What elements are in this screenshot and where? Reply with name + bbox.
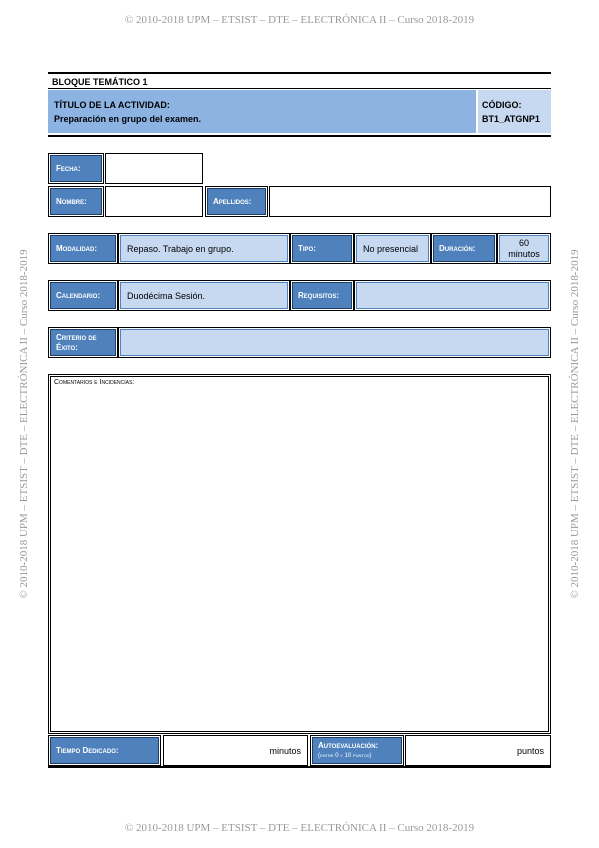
apellidos-label: Apellidos: [205, 186, 268, 217]
fecha-field[interactable] [105, 153, 203, 184]
tiempo-unit: minutos [269, 745, 301, 756]
calendario-value: Duodécima Sesión. [118, 280, 290, 311]
tipo-value: No presencial [354, 233, 431, 264]
autoevaluacion-field[interactable]: puntos [405, 735, 551, 766]
activity-title: Preparación en grupo del examen. [54, 114, 202, 124]
autoevaluacion-label: Autoevaluación: (entre 0 y 10 puntos) [310, 735, 404, 766]
duracion-number: 60 [518, 237, 529, 248]
tiempo-field[interactable]: minutos [163, 735, 308, 766]
nombre-label: Nombre: [48, 186, 104, 217]
tiempo-label: Tiempo Dedicado: [48, 735, 161, 766]
activity-code: BT1_ATGNP1 [482, 114, 540, 124]
tipo-label: Tipo: [290, 233, 354, 264]
side-watermark-right: © 2010-2018 UPM – ETSIST – DTE – ELECTRÓ… [569, 249, 581, 599]
top-rule [48, 72, 551, 74]
modalidad-value: Repaso. Trabajo en grupo. [118, 233, 290, 264]
activity-title-label: TÍTULO DE LA ACTIVIDAD: [54, 100, 170, 110]
criterio-value [118, 327, 551, 358]
fecha-label: Fecha: [48, 153, 104, 184]
apellidos-field[interactable] [269, 186, 551, 217]
requisitos-value [354, 280, 551, 311]
calendario-label: Calendario: [48, 280, 118, 311]
criterio-label: Criterio de Éxito: [48, 327, 118, 358]
duracion-label: Duración: [431, 233, 497, 264]
activity-code-label: CÓDIGO: [482, 100, 522, 110]
requisitos-label: Requisitos: [290, 280, 354, 311]
side-watermark-left: © 2010-2018 UPM – ETSIST – DTE – ELECTRÓ… [18, 249, 30, 599]
duracion-unit: minutos [508, 248, 540, 259]
autoevaluacion-unit: puntos [516, 745, 544, 756]
activity-code-block: CÓDIGO: BT1_ATGNP1 [478, 90, 551, 133]
comentarios-box[interactable]: Comentarios e Incidencias: [48, 374, 551, 734]
comentarios-label: Comentarios e Incidencias: [54, 379, 135, 386]
modalidad-label: Modalidad: [48, 233, 118, 264]
duracion-value: 60 minutos [497, 233, 551, 264]
bottom-rule [48, 766, 551, 768]
title-bottom-rule [48, 135, 551, 137]
page-footer: © 2010-2018 UPM – ETSIST – DTE – ELECTRÓ… [124, 822, 475, 834]
activity-title-block: TÍTULO DE LA ACTIVIDAD: Preparación en g… [48, 90, 476, 133]
bloque-tematico: BLOQUE TEMÁTICO 1 [52, 77, 148, 87]
nombre-field[interactable] [105, 186, 203, 217]
page-header: © 2010-2018 UPM – ETSIST – DTE – ELECTRÓ… [124, 14, 475, 26]
thin-rule [48, 88, 551, 89]
